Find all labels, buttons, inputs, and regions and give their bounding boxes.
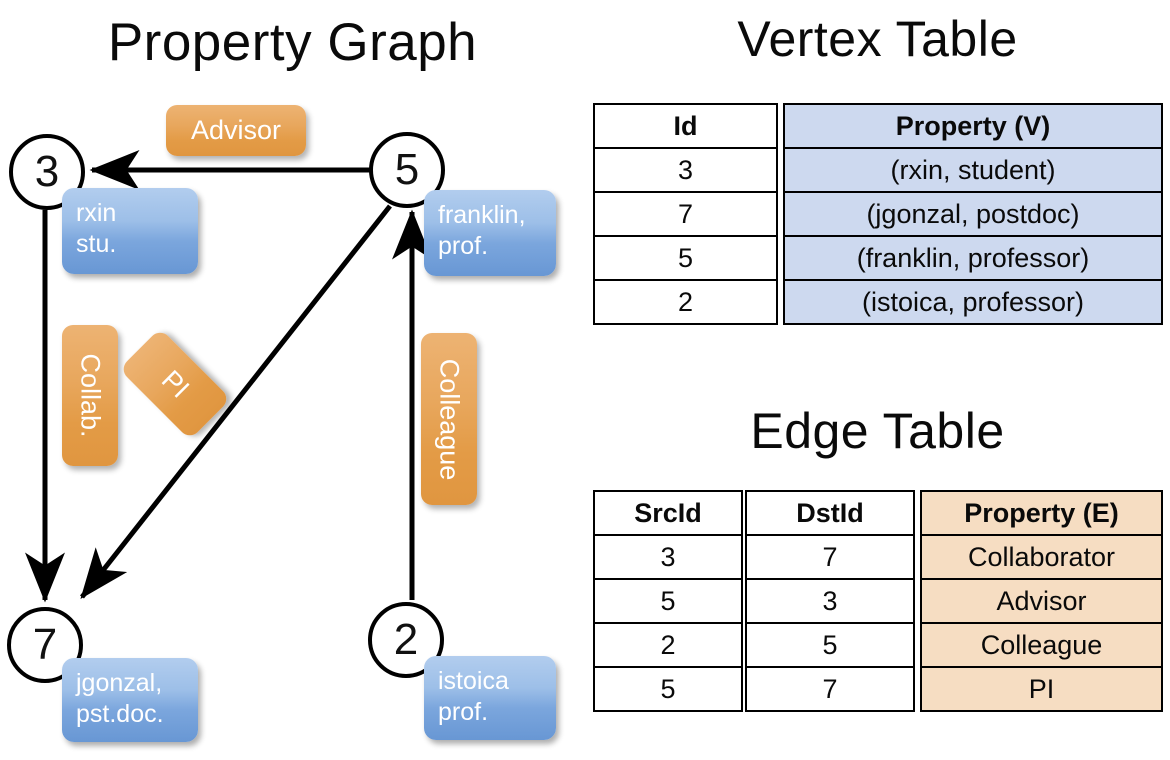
table-row[interactable]: 3 xyxy=(593,534,743,580)
table-row[interactable]: Colleague xyxy=(920,622,1163,668)
edge-header-dstid: DstId xyxy=(745,490,915,536)
table-row[interactable]: 3 xyxy=(593,147,778,193)
edge-cell-srcid: 5 xyxy=(593,578,743,624)
vertex-cell-id: 2 xyxy=(593,279,778,325)
edge-cell-property: Advisor xyxy=(920,578,1163,624)
page-title-property-graph: Property Graph xyxy=(107,13,478,72)
edge-cell-dstid: 3 xyxy=(745,578,915,624)
table-header-row: Property (V) xyxy=(783,103,1163,149)
vertex-cell-property: (jgonzal, postdoc) xyxy=(783,191,1163,237)
table-row[interactable]: 5 xyxy=(593,666,743,712)
node-property-callout-2[interactable]: istoica prof. xyxy=(424,656,556,740)
edge-line-pi xyxy=(80,204,392,599)
table-row[interactable]: 5 xyxy=(745,622,915,668)
edge-cell-property: PI xyxy=(920,666,1163,712)
vertex-cell-id: 7 xyxy=(593,191,778,237)
table-row[interactable]: Advisor xyxy=(920,578,1163,624)
table-row[interactable]: PI xyxy=(920,666,1163,712)
vertex-header-property: Property (V) xyxy=(783,103,1163,149)
table-row[interactable]: 7 xyxy=(745,666,915,712)
vertex-cell-property: (franklin, professor) xyxy=(783,235,1163,281)
table-row[interactable]: Collaborator xyxy=(920,534,1163,580)
graph-node-2[interactable]: 2 xyxy=(368,602,444,678)
table-row[interactable]: 5 xyxy=(593,235,778,281)
table-row[interactable]: (franklin, professor) xyxy=(783,235,1163,281)
vertex-table-id-column: Id 3 7 5 2 xyxy=(593,103,778,325)
node-property-line-2: prof. xyxy=(438,231,489,260)
table-header-row: Id xyxy=(593,103,778,149)
edge-label-colleague-text: Colleague xyxy=(434,358,465,480)
vertex-header-id: Id xyxy=(593,103,778,149)
edge-label-advisor-text: Advisor xyxy=(190,115,282,145)
edge-cell-dstid: 7 xyxy=(745,666,915,712)
node-property-line-2: prof. xyxy=(438,697,489,726)
edge-label-collab-text: Collab. xyxy=(75,353,106,438)
node-property-line-1: jgonzal, xyxy=(76,669,163,697)
edge-cell-srcid: 3 xyxy=(593,534,743,580)
node-property-line-1: rxin xyxy=(76,199,117,227)
node-property-callout-7[interactable]: jgonzal, pst.doc. xyxy=(62,658,198,742)
page-title-vertex-table: Vertex Table xyxy=(737,11,1018,67)
edge-label-advisor[interactable]: Advisor xyxy=(166,105,306,156)
edge-table-srcid-column: SrcId 3 5 2 5 xyxy=(593,490,743,712)
vertex-cell-property: (istoica, professor) xyxy=(783,279,1163,325)
vertex-cell-id: 3 xyxy=(593,147,778,193)
table-row[interactable]: (istoica, professor) xyxy=(783,279,1163,325)
edge-table-dstid-column: DstId 7 3 5 7 xyxy=(745,490,915,712)
edge-cell-property: Colleague xyxy=(920,622,1163,668)
vertex-cell-property: (rxin, student) xyxy=(783,147,1163,193)
edge-cell-dstid: 7 xyxy=(745,534,915,580)
edge-cell-srcid: 5 xyxy=(593,666,743,712)
table-row[interactable]: 5 xyxy=(593,578,743,624)
table-row[interactable]: 7 xyxy=(745,534,915,580)
node-property-line-1: franklin, xyxy=(438,201,526,229)
vertex-table-property-column: Property (V) (rxin, student) (jgonzal, p… xyxy=(783,103,1163,325)
edge-label-colleague[interactable]: Colleague xyxy=(421,333,477,505)
table-row[interactable]: 3 xyxy=(745,578,915,624)
page-title-edge-table: Edge Table xyxy=(750,403,1005,459)
node-property-line-2: stu. xyxy=(76,229,117,258)
table-row[interactable]: 2 xyxy=(593,279,778,325)
edge-cell-dstid: 5 xyxy=(745,622,915,668)
table-row[interactable]: (jgonzal, postdoc) xyxy=(783,191,1163,237)
table-row[interactable]: 2 xyxy=(593,622,743,668)
table-header-row: DstId xyxy=(745,490,915,536)
edge-label-collab[interactable]: Collab. xyxy=(62,325,118,466)
edge-table-property-column: Property (E) Collaborator Advisor Collea… xyxy=(920,490,1163,712)
table-row[interactable]: (rxin, student) xyxy=(783,147,1163,193)
table-row[interactable]: 7 xyxy=(593,191,778,237)
edge-header-srcid: SrcId xyxy=(593,490,743,536)
graph-edge-lines xyxy=(25,150,432,603)
node-property-callout-5[interactable]: franklin, prof. xyxy=(424,190,556,276)
node-property-line-1: istoica xyxy=(438,667,509,695)
edge-cell-property: Collaborator xyxy=(920,534,1163,580)
table-header-row: Property (E) xyxy=(920,490,1163,536)
edge-header-property: Property (E) xyxy=(920,490,1163,536)
edge-cell-srcid: 2 xyxy=(593,622,743,668)
table-header-row: SrcId xyxy=(593,490,743,536)
node-property-line-2: pst.doc. xyxy=(76,699,164,728)
node-property-callout-3[interactable]: rxin stu. xyxy=(62,188,198,274)
graph-node-5[interactable]: 5 xyxy=(369,132,445,208)
edge-label-pi-text: PI xyxy=(155,364,195,404)
vertex-cell-id: 5 xyxy=(593,235,778,281)
property-graph-diagram: 3 5 7 2 rxin stu. franklin, prof. jgonza… xyxy=(7,105,556,742)
